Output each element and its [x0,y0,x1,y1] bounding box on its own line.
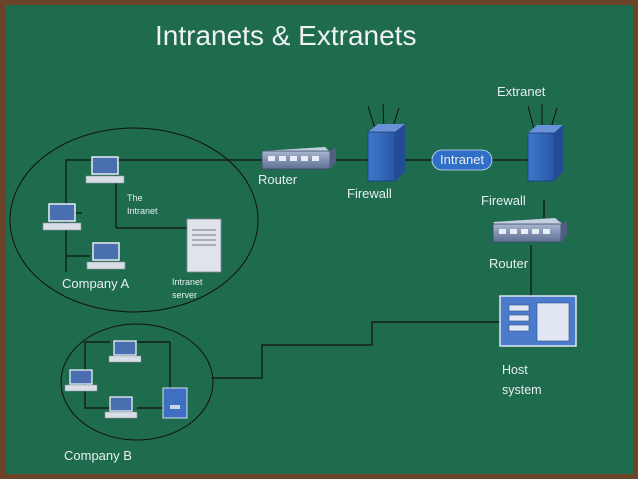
host-system-line-1: Host [502,363,528,377]
backbone-links [212,159,545,379]
intranet-server-line-1: Intranet [172,277,203,287]
firewall-left-icon [367,103,405,182]
the-intranet-line-1: The [127,193,143,203]
intranet-server-label: Intranet server [172,276,203,302]
host-system-label: Host system [502,360,542,400]
company-b-lan [84,341,171,409]
intranet-pill-label: Intranet [440,152,485,167]
page-title: Intranets & Extranets [155,20,417,51]
company-a-computer-top-icon [85,156,125,184]
intranet-server-icon [186,218,222,273]
company-a-label: Company A [62,276,130,291]
router-right-label: Router [489,256,529,271]
company-a-computer-bottom-icon [86,242,126,270]
company-a-computer-left-icon [42,203,82,231]
company-a-boundary [9,127,259,313]
company-b-label: Company B [64,448,132,463]
company-b-boundary [60,323,214,441]
firewall-right-icon [527,104,563,182]
company-b-computer-left-icon [64,369,98,392]
host-system-icon [499,295,577,347]
router-left-label: Router [258,172,298,187]
router-left-icon [261,147,336,170]
the-intranet-label: The Intranet [127,192,158,218]
intranet-pill [431,149,493,171]
host-system-line-2: system [502,383,542,397]
firewall-left-label: Firewall [347,186,392,201]
the-intranet-line-2: Intranet [127,206,158,216]
intranet-server-line-2: server [172,290,198,300]
router-right-icon [492,218,567,243]
company-b-computer-bottom-icon [104,396,138,419]
company-b-computer-top-icon [108,340,142,363]
firewall-right-label: Firewall [481,193,526,208]
company-b-server-icon [162,387,188,419]
extranet-label: Extranet [497,84,546,99]
